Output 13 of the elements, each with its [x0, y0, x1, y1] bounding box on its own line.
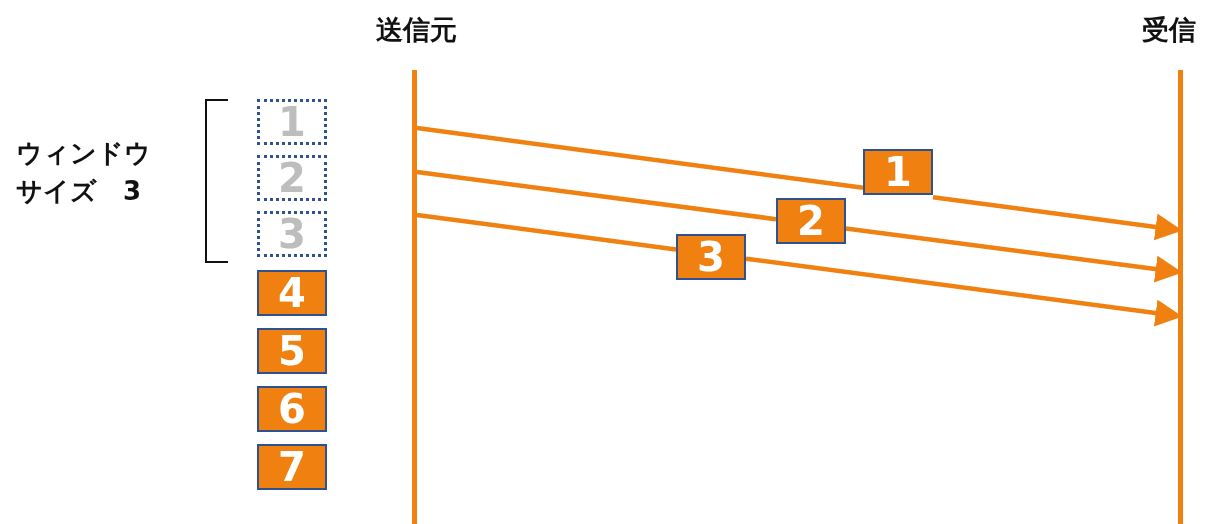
packet-box: 7	[257, 444, 327, 490]
packet-box: 4	[257, 270, 327, 316]
packet-box: 1	[863, 149, 933, 195]
packet-box: 3	[676, 234, 746, 280]
packet-box: 2	[776, 198, 846, 244]
window-size-label: ウィンドウサイズ 3	[16, 137, 152, 208]
lifeline-heading: 送信元	[376, 13, 457, 47]
lifeline-heading: 受信	[1142, 13, 1196, 47]
window-slot: 1	[257, 99, 327, 145]
window-slot: 2	[257, 155, 327, 201]
packet-box: 5	[257, 328, 327, 374]
window-slot: 3	[257, 211, 327, 257]
packet-box: 6	[257, 386, 327, 432]
